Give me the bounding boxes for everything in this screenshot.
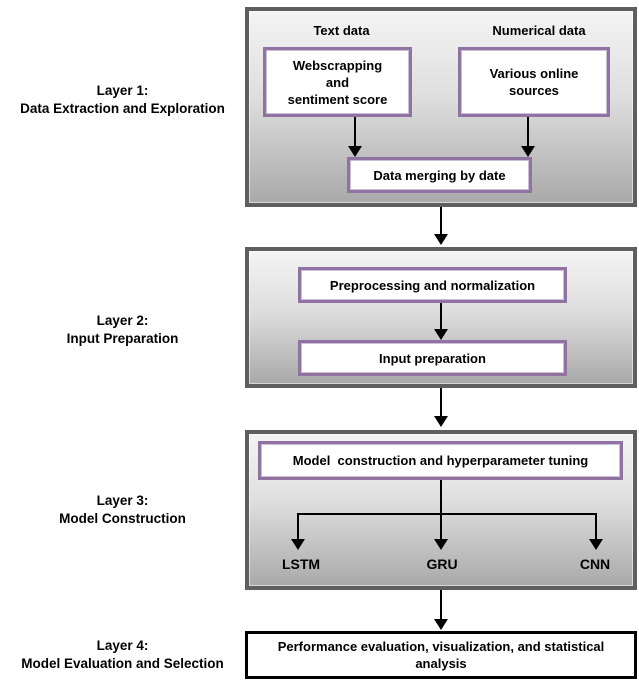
arrow-sources-to-merge [521,117,535,157]
text-data-header: Text data [313,23,370,38]
layer-3-label: Layer 3: Model Construction [59,493,186,526]
arrow-layer1-to-layer2 [434,207,448,245]
layer-3-panel: Model construction and hyperparameter tu… [245,430,637,590]
arrow-to-cnn [589,513,603,550]
arrow-layer3-to-layer4 [434,590,448,630]
input-preparation-box: Input preparation [298,340,567,376]
layer-4-label: Layer 4: Model Evaluation and Selection [21,638,224,671]
gru-label: GRU [426,556,458,572]
merge-box: Data merging by date [347,157,532,193]
layer-1-panel: Text data Numerical data Webscrapping an… [245,7,637,207]
arrow-to-gru [434,513,448,550]
layer-2-panel: Preprocessing and normalization Input pr… [245,247,637,388]
numerical-data-header: Numerical data [492,23,586,38]
layer-1-label: Layer 1: Data Extraction and Exploration [20,83,225,116]
sources-box: Various online sources [458,47,610,117]
cnn-label: CNN [579,556,611,572]
preprocessing-box: Preprocessing and normalization [298,267,567,303]
arrow-to-lstm [291,513,305,550]
arrow-layer2-to-layer3 [434,388,448,427]
arrow-webscrapping-to-merge [348,117,362,157]
arrow-preprocessing-to-input [434,303,448,340]
lstm-label: LSTM [281,556,321,572]
layer-2-label: Layer 2: Input Preparation [66,313,179,346]
evaluation-box: Performance evaluation, visualization, a… [245,631,637,679]
model-construction-box: Model construction and hyperparameter tu… [258,441,623,480]
branch-stem-line [440,480,442,514]
webscrapping-box: Webscrapping and sentiment score [263,47,412,117]
